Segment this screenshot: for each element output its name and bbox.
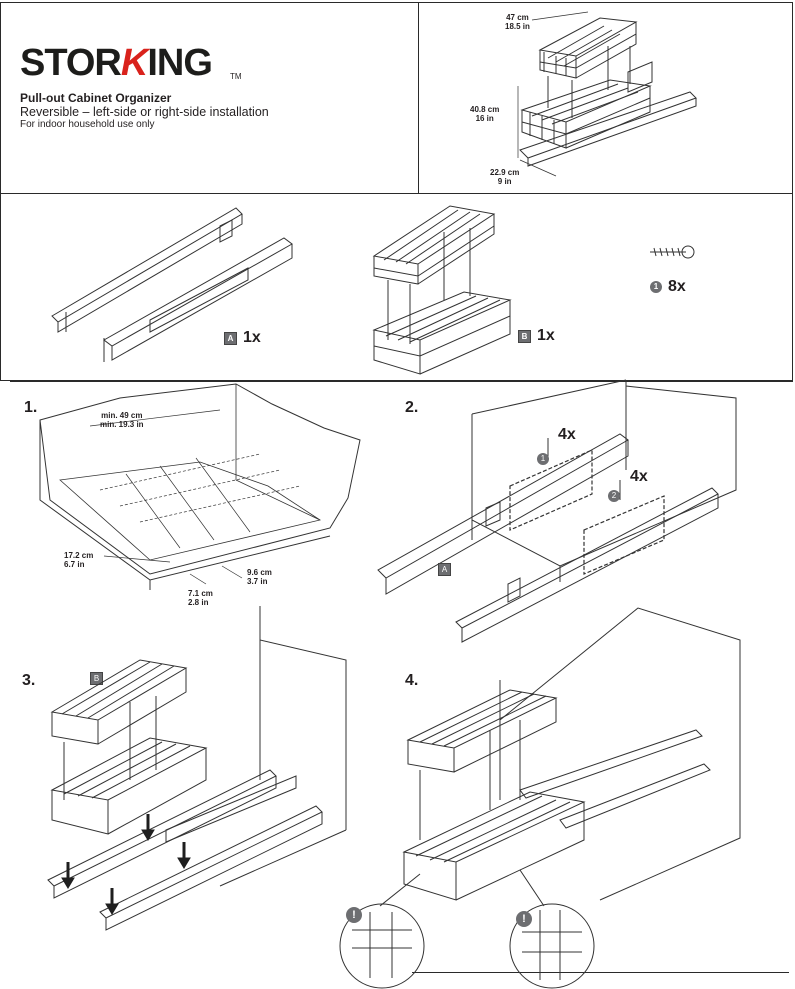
step-1-min-width-cm: min. 49 cm: [101, 411, 143, 420]
part-screw-label: 1 8x: [650, 278, 686, 296]
parts-frame: [0, 193, 793, 381]
overview-depth-dim: 22.9 cm 9 in: [490, 168, 519, 186]
step-1-min-width-in: min. 19.3 in: [100, 420, 144, 429]
part-a-qty: 1x: [243, 329, 261, 346]
step-2-qty-lower: 4x: [630, 468, 648, 486]
part-b-basket: [374, 206, 510, 374]
overview-depth-cm: 22.9 cm: [490, 168, 520, 177]
part-b-qty: 1x: [537, 327, 555, 344]
step-4-number: 4.: [405, 672, 419, 689]
overview-width-dim: 47 cm 18.5 in: [505, 13, 530, 31]
step-3-number: 3.: [22, 672, 36, 689]
steps-bottom-line: [412, 972, 789, 973]
part-a-label: A 1x: [224, 329, 261, 347]
step-2-rail-a-badge: A: [438, 563, 451, 576]
part-b-label: B 1x: [518, 327, 555, 345]
overview-top-basket: [540, 18, 636, 78]
step-1-offset-a-cm: 7.1 cm: [188, 589, 213, 598]
brand-logo: STORKING: [20, 42, 213, 84]
step-3-basket-badge: B: [90, 672, 103, 685]
part-screw-qty: 8x: [668, 278, 686, 295]
logo-suffix: ING: [147, 42, 213, 84]
overview-height-cm: 40.8 cm: [470, 105, 500, 114]
step-4-warning-left-icon: !: [346, 907, 362, 923]
step-1-offset-front-cm: 17.2 cm: [64, 551, 94, 560]
overview-depth-in: 9 in: [497, 177, 512, 186]
overview-width-cm: 47 cm: [506, 13, 529, 22]
product-subtitle: Reversible – left-side or right-side ins…: [20, 105, 269, 119]
step-1-offset-b: 9.6 cm 3.7 in: [247, 568, 272, 586]
overview-width-in: 18.5 in: [505, 22, 530, 31]
overview-height-dim: 40.8 cm 16 in: [470, 105, 499, 123]
step-1-offset-front: 17.2 cm 6.7 in: [64, 551, 93, 569]
step-2-qty-lower-text: 4x: [630, 468, 648, 485]
steps-top-line: [10, 381, 793, 382]
step-1-offset-front-in: 6.7 in: [64, 560, 85, 569]
step-1-min-width: min. 49 cm min. 19.3 in: [100, 411, 144, 429]
step-2-qty-upper-text: 4x: [558, 426, 576, 443]
logo-k: K: [120, 42, 148, 84]
part-screw-badge: 1: [650, 281, 662, 293]
step-2-screw-2-badge: 2: [608, 490, 620, 502]
step-2-screw-1-badge: 1: [537, 453, 549, 465]
product-title: Pull-out Cabinet Organizer: [20, 91, 172, 105]
header-divider: [418, 2, 419, 194]
step-1-offset-a: 7.1 cm 2.8 in: [188, 589, 213, 607]
part-b-badge: B: [518, 329, 531, 343]
part-a-badge: A: [224, 331, 237, 345]
product-note: For indoor household use only: [20, 119, 155, 130]
step-1-offset-a-in: 2.8 in: [188, 598, 209, 607]
trademark: TM: [230, 72, 242, 81]
overview-height-in: 16 in: [475, 114, 494, 123]
step-2-qty-upper: 4x: [558, 426, 576, 444]
step-2-number: 2.: [405, 399, 419, 416]
step-1-offset-b-in: 3.7 in: [247, 577, 268, 586]
part-screw: [650, 246, 694, 258]
step-1-offset-b-cm: 9.6 cm: [247, 568, 272, 577]
part-a-rails: [52, 208, 292, 362]
overview-bottom-basket: [522, 80, 650, 148]
step-4-warning-right-icon: !: [516, 911, 532, 927]
step-1-number: 1.: [24, 399, 38, 416]
logo-prefix: STOR: [20, 42, 122, 84]
